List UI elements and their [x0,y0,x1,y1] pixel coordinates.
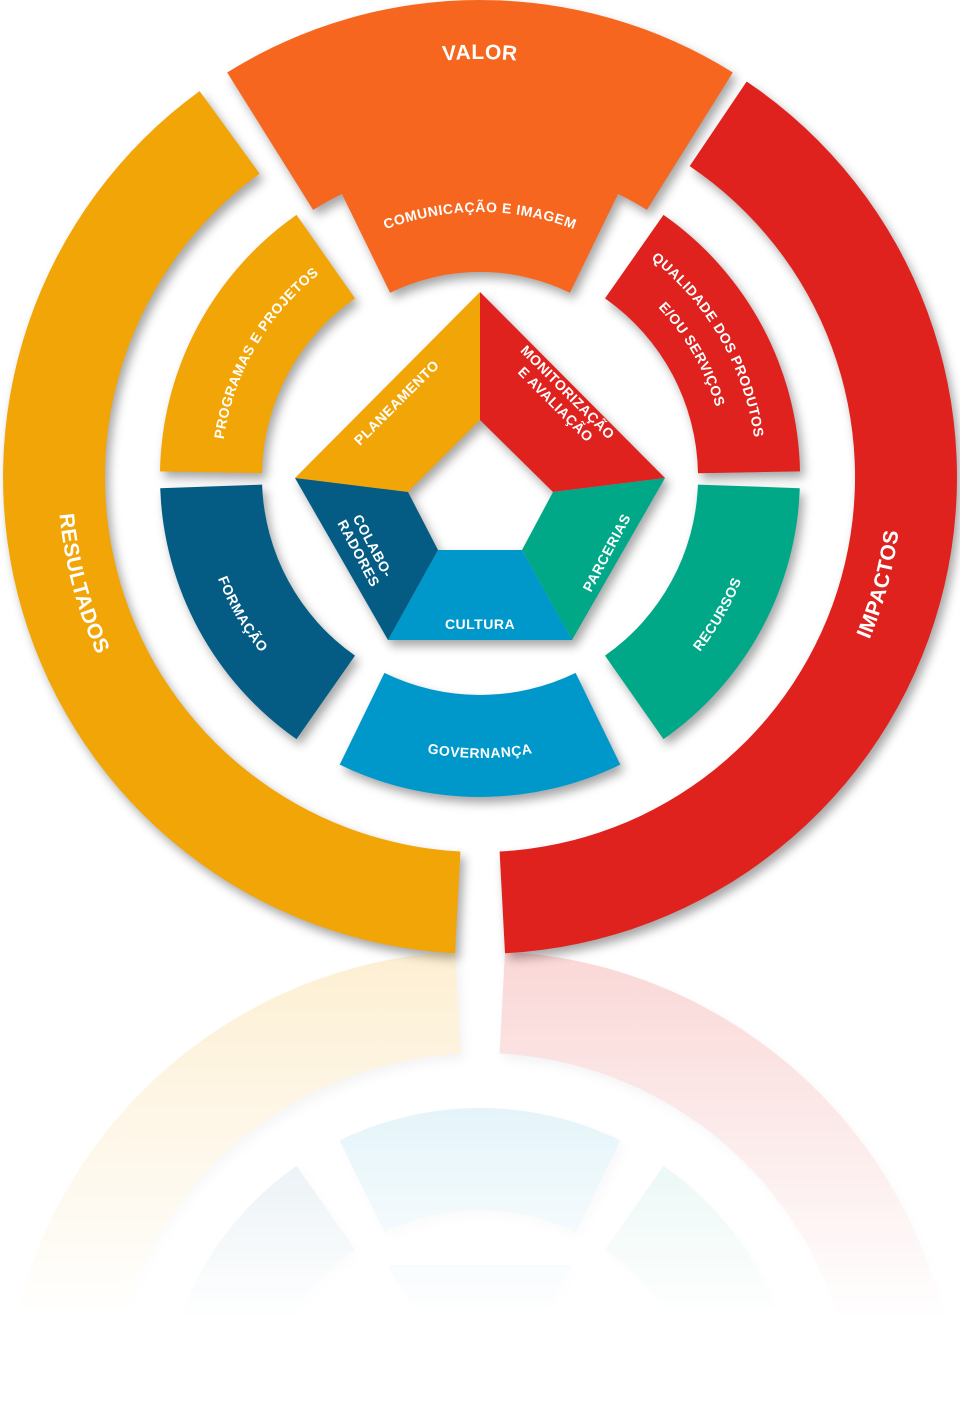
governanca-segment [339,672,621,797]
governanca-reflection [339,1108,621,1233]
cultura-reflection [388,1265,572,1355]
formacao-segment [160,484,355,740]
recursos-segment [605,484,800,740]
resultados-segment [3,91,461,954]
recursos-reflection [605,1165,798,1402]
programas-segment [160,214,355,474]
formacao-reflection [162,1165,355,1402]
wheel-reflection [5,951,955,1402]
colaboradores-segment [295,478,438,640]
valor-label: VALOR [441,41,518,66]
impactos-reflection [499,951,955,1389]
resultados-reflection [5,951,461,1389]
monitorizacao-segment [480,292,665,492]
governanca-label: GOVERNANÇA [427,740,534,761]
comunicacao-segment [340,159,620,293]
planeamento-segment [295,292,480,492]
cultura-segment [388,550,572,640]
valor-segment [227,0,733,210]
wheel: VALOR RESULTADOS IMPACTOS COMUNICAÇÃO E … [3,0,957,954]
qualidade-segment [605,214,800,474]
parcerias-segment [522,478,665,640]
impactos-segment [499,81,957,954]
cultura-label: CULTURA [445,616,515,632]
